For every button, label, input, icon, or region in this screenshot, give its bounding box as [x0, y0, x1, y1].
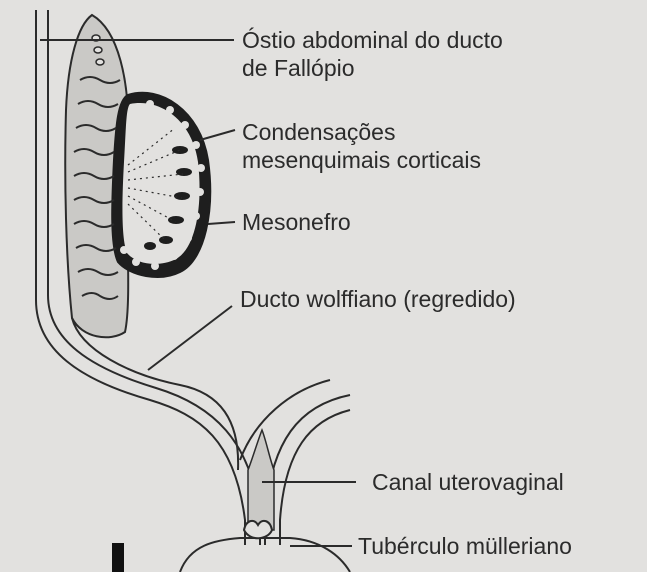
- label-ducto-wolffiano: Ducto wolffiano (regredido): [240, 285, 516, 313]
- contralateral-wolffian: [240, 380, 330, 460]
- label-mesonefro: Mesonefro: [242, 208, 351, 236]
- label-ducto-wolffiano-text: Ducto wolffiano (regredido): [240, 285, 516, 313]
- label-condensacoes-line2: mesenquimais corticais: [242, 146, 481, 174]
- label-ostio-line1: Óstio abdominal do ducto: [242, 26, 503, 54]
- mullerian-tubercle: [244, 521, 272, 538]
- label-canal-uterovaginal: Canal uterovaginal: [372, 468, 564, 496]
- label-mesonefro-text: Mesonefro: [242, 208, 351, 236]
- label-ostio-abdominal: Óstio abdominal do ducto de Fallópio: [242, 26, 503, 82]
- label-tuberculo-mulleriano: Tubérculo mülleriano: [358, 532, 572, 560]
- label-condensacoes-line1: Condensações: [242, 118, 481, 146]
- label-ostio-line2: de Fallópio: [242, 54, 503, 82]
- wolffian-duct: [72, 318, 238, 470]
- label-condensacoes: Condensações mesenquimais corticais: [242, 118, 481, 174]
- figure-letter-mark: [112, 543, 124, 572]
- label-tuberculo-text: Tubérculo mülleriano: [358, 532, 572, 560]
- label-canal-text: Canal uterovaginal: [372, 468, 564, 496]
- uterovaginal-canal: [248, 430, 274, 530]
- contralateral-duct: [265, 395, 350, 545]
